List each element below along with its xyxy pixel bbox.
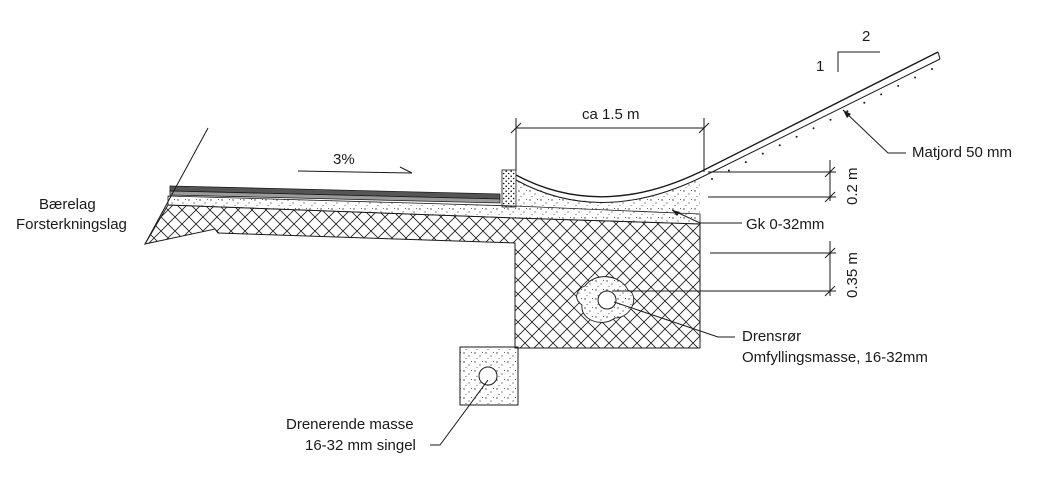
drain-pipe-group (576, 276, 635, 323)
slope-ratio: 1 2 (816, 28, 880, 75)
depth-top-label: 0.2 m (844, 167, 861, 205)
topsoil-label: Matjord 50 mm (912, 144, 1012, 161)
drain-pipe-leader: Drensrør Omfyllingsmasse, 16-32mm (613, 301, 928, 366)
ditch (515, 51, 941, 214)
gravel-label: Gk 0-32mm (746, 216, 824, 233)
drain-mass-label-line1: Drenerende masse (286, 416, 414, 433)
topsoil-leader: Matjord 50 mm (842, 109, 1012, 161)
slope-end-cap (937, 51, 941, 60)
sub-base-crosshatch (143, 204, 701, 349)
depth-bottom-label: 0.35 m (844, 252, 861, 298)
slope-arrow: 3% (297, 151, 413, 174)
topsoil-dot (880, 93, 883, 96)
width-dimension: ca 1.5 m (510, 106, 710, 172)
topsoil-dot (761, 152, 764, 155)
topsoil-dot (711, 178, 713, 180)
topsoil-dot (914, 76, 917, 79)
gravel-leader: Gk 0-32mm (671, 209, 824, 233)
slope-ratio-horizontal: 2 (862, 28, 870, 45)
drain-pipe-label: Drensrør (742, 328, 801, 345)
topsoil-dot (931, 68, 933, 70)
cut-slope-left (144, 127, 209, 245)
base-layer-label: Bærelag (39, 196, 96, 213)
topsoil-dot (795, 135, 798, 138)
curb-stone (501, 169, 517, 208)
topsoil-dot (846, 110, 849, 113)
ditch-topsoil-curve-inner (515, 58, 941, 203)
topsoil-dots (711, 68, 933, 180)
asphalt-lower-layer (169, 190, 501, 204)
sub-base-layer-label: Forsterkningslag (16, 216, 127, 233)
drain-mass-pipe (478, 366, 498, 386)
drain-mass-label-line2: 16-32 mm singel (305, 437, 416, 454)
drain-pipe (597, 290, 617, 310)
road-layers (143, 127, 701, 349)
ditch-topsoil-curve (515, 51, 939, 198)
topsoil-dot (863, 101, 866, 104)
topsoil-dot (812, 127, 815, 130)
slope-percent-label: 3% (333, 151, 355, 168)
topsoil-dot (727, 169, 730, 172)
topsoil-dot (744, 161, 747, 164)
drain-mass-box (459, 346, 519, 406)
gravel-fill (516, 178, 700, 214)
topsoil-dot (829, 118, 832, 121)
depth-dimensions: 0.2 m 0.35 m (612, 160, 861, 298)
drain-mass-leader: Drenerende masse 16-32 mm singel (286, 379, 489, 454)
width-dimension-label: ca 1.5 m (582, 106, 640, 123)
slope-ratio-vertical: 1 (816, 58, 824, 75)
topsoil-dot (897, 84, 900, 87)
topsoil-dot (778, 144, 781, 147)
backfill-label: Omfyllingsmasse, 16-32mm (742, 349, 928, 366)
